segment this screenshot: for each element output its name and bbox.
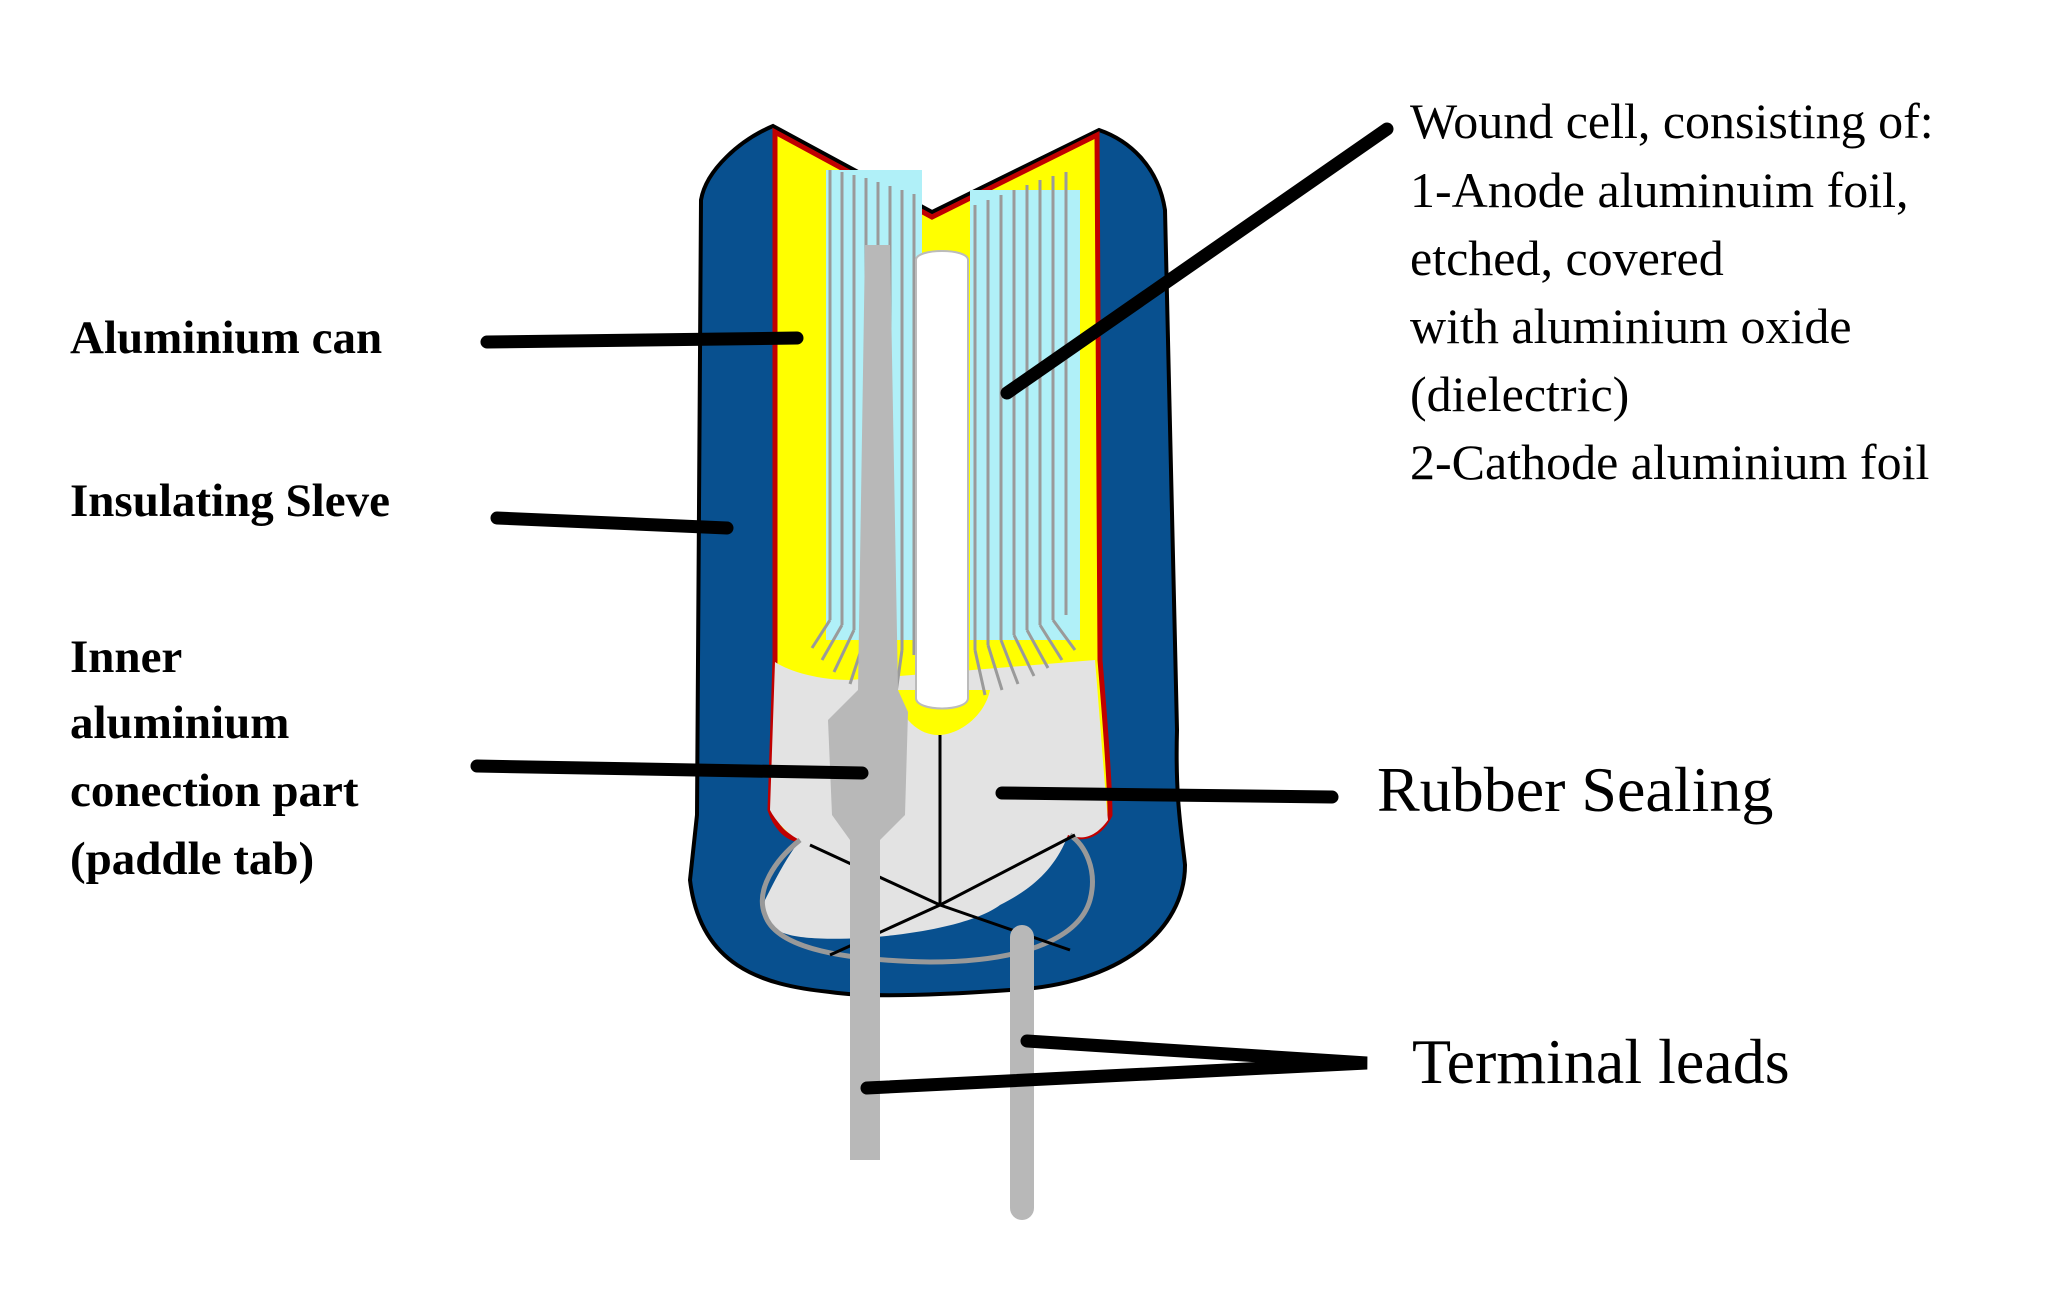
capacitor-body [687, 123, 1188, 1220]
leader-inner-connection [470, 759, 869, 780]
label-insulating-sleeve: Insulating Sleve [70, 475, 390, 527]
leader-rubber-sealing [995, 786, 1339, 804]
label-terminal-leads: Terminal leads [1412, 1026, 1790, 1097]
rubber-bulb-outline [759, 832, 1095, 965]
label-wound-cell-5: (dielectric) [1410, 366, 1629, 422]
right-lead-top [1010, 925, 1034, 965]
label-inner-connection-3: conection part [70, 765, 359, 817]
label-aluminium-can: Aluminium can [70, 312, 382, 364]
label-wound-cell-2: 1-Anode aluminuim foil, [1410, 162, 1909, 218]
label-inner-connection-2: aluminium [70, 697, 289, 749]
leader-lines [470, 122, 1394, 1095]
label-wound-cell-1: Wound cell, consisting of: [1410, 93, 1934, 149]
paddle-tab [828, 245, 908, 1160]
cell-core [915, 250, 969, 710]
label-inner-connection-4: (paddle tab) [70, 833, 314, 885]
label-inner-connection-1: Inner [70, 631, 182, 683]
right-foil-stack [970, 172, 1080, 696]
label-wound-cell-6: 2-Cathode aluminium foil [1410, 434, 1929, 490]
labels: Aluminium can Insulating Sleve Inner alu… [70, 93, 1934, 1097]
label-wound-cell-3: etched, covered [1410, 230, 1724, 286]
leader-insulating-sleeve [490, 511, 734, 535]
leader-wound-cell [1000, 122, 1394, 400]
label-rubber-sealing: Rubber Sealing [1377, 754, 1773, 825]
leader-aluminium-can [480, 331, 804, 349]
leader-terminal-leads [860, 1034, 1368, 1095]
label-wound-cell-4: with aluminium oxide [1410, 298, 1852, 354]
